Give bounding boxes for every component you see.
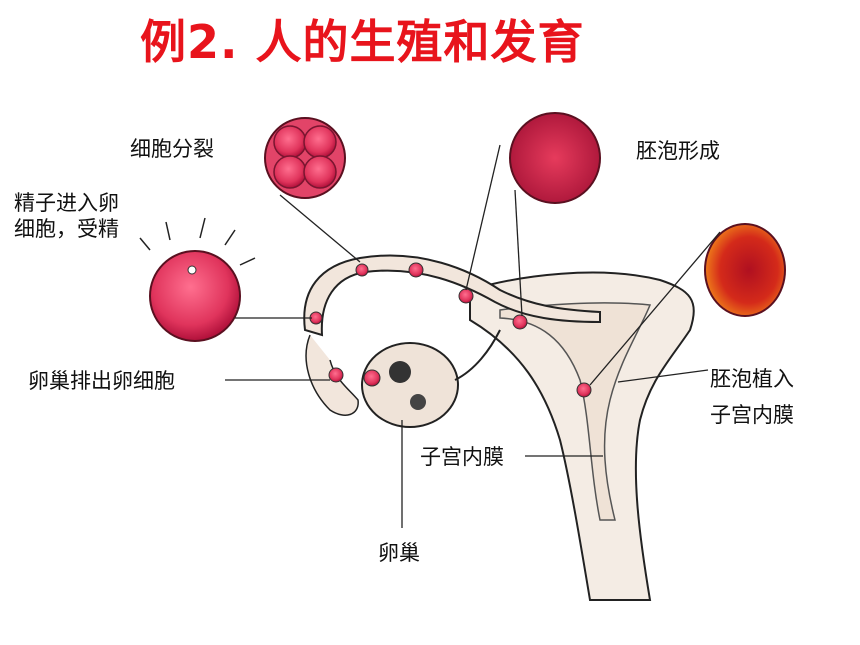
- label-cleavage: 细胞分裂: [130, 137, 214, 161]
- label-ovulation: 卵巢排出卵细胞: [28, 369, 175, 393]
- blastocyst-small: [458, 288, 474, 304]
- uterus: [469, 271, 695, 601]
- ovary-shape: [361, 342, 459, 428]
- label-blastocyst-formation: 胚泡形成: [636, 139, 720, 163]
- morula-small: [408, 262, 424, 278]
- sperm-group: [139, 217, 256, 266]
- page-title: 例2. 人的生殖和发育: [140, 15, 585, 69]
- label-implantation-line1: 胚泡植入: [710, 367, 794, 391]
- implanting-blastocyst-small: [576, 382, 592, 398]
- blastocyst: [509, 112, 601, 204]
- blastocyst-moving: [512, 314, 528, 330]
- implantation-blastocyst: [704, 223, 786, 317]
- cleavage-cell: [264, 117, 346, 199]
- label-ovary: 卵巢: [378, 541, 420, 565]
- label-implantation-line2: 子宫内膜: [710, 403, 794, 427]
- leader-lines: [225, 144, 721, 528]
- egg-nucleus: [187, 265, 197, 275]
- cleaving-cell-small: [355, 263, 369, 277]
- label-fertilization-line1: 精子进入卵: [14, 191, 119, 215]
- follicle: [389, 361, 411, 383]
- label-fertilization-line2: 细胞，受精: [14, 217, 119, 241]
- ovarian-ligament: [454, 329, 501, 381]
- label-endometrium: 子宫内膜: [420, 445, 504, 469]
- uterine-cavity: [499, 302, 652, 521]
- fertilized-egg: [149, 250, 241, 342]
- egg-in-ovary: [363, 369, 381, 387]
- egg-ovulated: [328, 367, 344, 383]
- follicle: [410, 394, 426, 410]
